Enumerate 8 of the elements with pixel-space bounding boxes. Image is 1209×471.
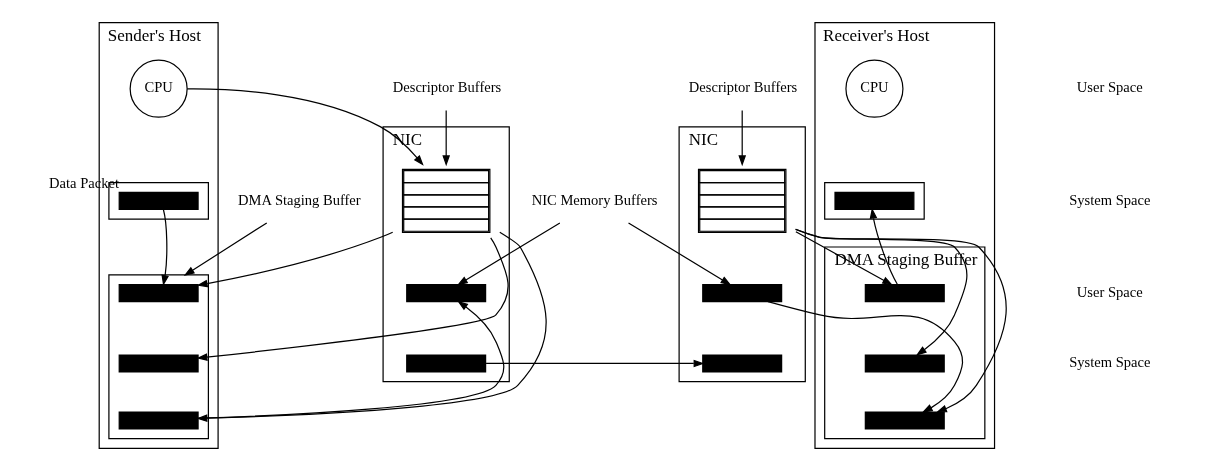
- label: User Space: [1076, 283, 1143, 300]
- node-text: DMA Staging Buffer: [238, 191, 361, 208]
- label: System Space: [1069, 354, 1151, 371]
- node-text: NIC Memory Buffers: [531, 191, 658, 208]
- label: System Space: [1069, 191, 1151, 208]
- node-text: Descriptor Buffers: [688, 79, 798, 96]
- label: User Space: [1076, 79, 1143, 96]
- node-text: Descriptor Buffers: [392, 79, 502, 96]
